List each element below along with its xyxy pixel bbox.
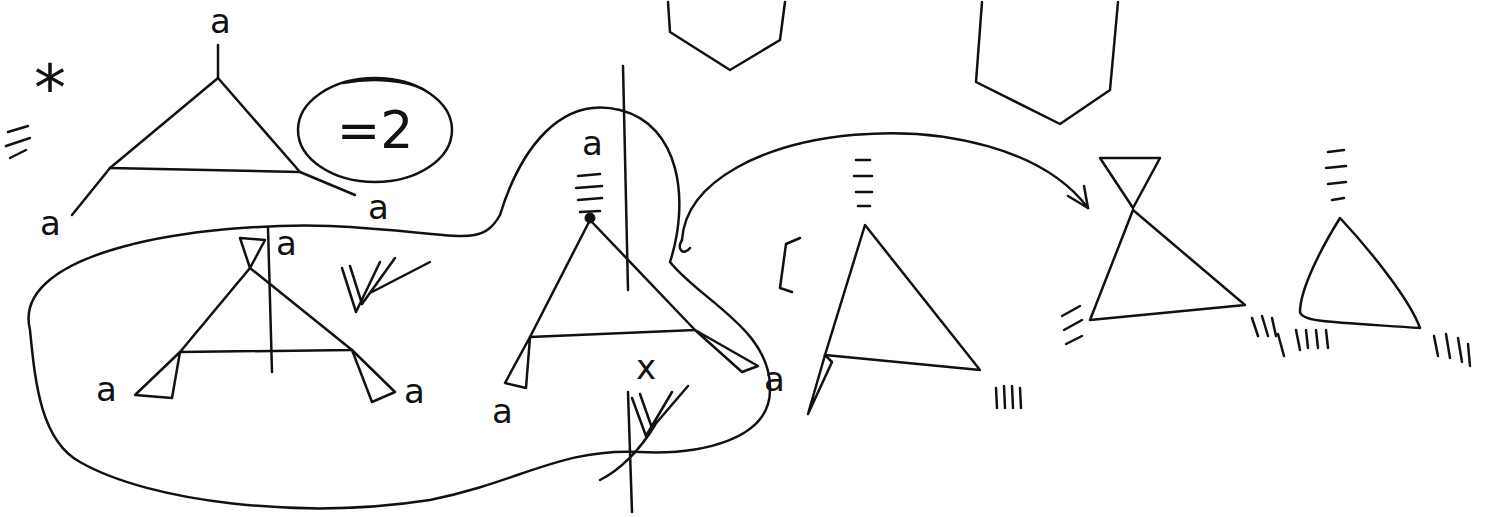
vertex-diagram: [780, 160, 1021, 414]
bracket: [780, 238, 800, 292]
vertex-diagram: [72, 45, 355, 215]
oval-note: =2: [295, 75, 455, 185]
hatch: [1062, 306, 1082, 344]
leg-label: x: [636, 350, 656, 384]
flow-arrow: [682, 133, 1088, 240]
leg-label: a: [210, 4, 231, 38]
check-mark: [632, 386, 688, 436]
oval-ring: [298, 78, 452, 182]
partial-outline: [668, 2, 785, 70]
hook: [680, 240, 690, 252]
hatch: [576, 174, 602, 212]
tadpole: [352, 350, 395, 402]
hatch: [1434, 334, 1470, 366]
arrow-head: [1068, 186, 1088, 208]
vertex-dot: [585, 213, 595, 223]
tadpole: [135, 352, 180, 398]
tadpole: [505, 337, 530, 388]
leg-label: a: [40, 206, 61, 240]
triangle-loop: [180, 268, 352, 352]
hatch: [854, 160, 872, 206]
triangle-loop: [110, 78, 300, 172]
bowtie: [1100, 158, 1160, 208]
triangle-loop: [825, 225, 980, 370]
leg-label: a: [582, 126, 603, 160]
vertex-diagram: [505, 66, 758, 512]
hatch: [1326, 150, 1346, 200]
hatch: [1278, 330, 1328, 356]
leg-label: a: [368, 190, 389, 224]
vertex-diagram: [1278, 150, 1470, 366]
enclosing-blob: [29, 108, 771, 509]
hatch: [996, 386, 1021, 408]
oval-stroke: [343, 80, 423, 89]
vertex-diagram: [1062, 158, 1276, 344]
triangle-loop: [1090, 210, 1245, 320]
leg-label: *: [34, 56, 66, 120]
cut-line: [623, 66, 632, 512]
leg-label: a: [276, 226, 297, 260]
check-mark: [342, 258, 430, 312]
tadpole: [808, 355, 832, 414]
triangle-loop: [1300, 218, 1420, 328]
leg-label: a: [404, 374, 425, 408]
note-text: =2: [337, 104, 414, 156]
triangle-loop: [530, 220, 695, 337]
partial-outline: [976, 2, 1118, 124]
leg-label: a: [764, 362, 785, 396]
squiggle-mark: [6, 126, 30, 158]
hatch: [1252, 316, 1276, 336]
vertex-diagram: [135, 228, 395, 402]
external-leg: [72, 168, 110, 215]
leg-label: a: [96, 372, 117, 406]
leg-label: a: [492, 394, 513, 428]
external-leg: [217, 45, 220, 78]
tadpole: [240, 238, 265, 268]
external-leg: [300, 172, 355, 195]
tadpole: [695, 330, 758, 372]
cut-line: [268, 228, 272, 372]
